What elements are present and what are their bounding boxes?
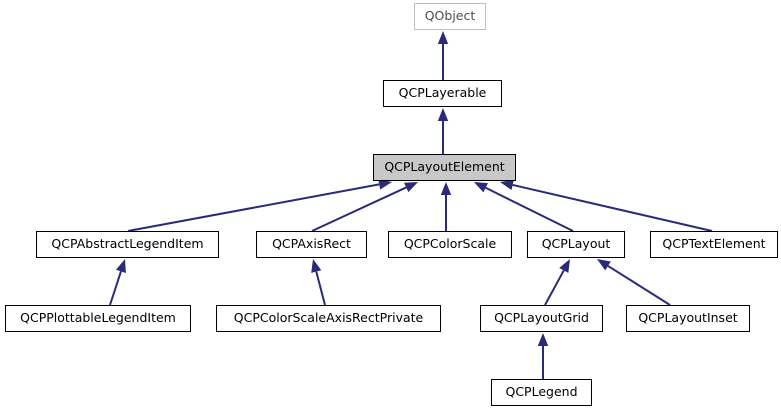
inheritance-arrow-qcpplottablelegenditem-to-qcpabstractlegenditem xyxy=(109,259,126,306)
inheritance-arrow-qcplayoutgrid-to-qcplayout xyxy=(544,259,570,306)
class-node-qcplayoutinset[interactable]: QCPLayoutInset xyxy=(626,305,750,332)
class-node-qcplegend[interactable]: QCPLegend xyxy=(491,379,592,406)
inheritance-arrow-qcpcolorscale-to-qcplayoutelement xyxy=(440,182,452,231)
inheritance-arrow-qcplayoutelement-to-qcplayerable xyxy=(437,108,449,154)
class-node-qcpaxisrect[interactable]: QCPAxisRect xyxy=(256,231,367,258)
class-node-qcplayerable[interactable]: QCPLayerable xyxy=(383,80,502,107)
class-node-label: QCPLayoutElement xyxy=(384,159,505,175)
inheritance-arrow-qcpabstractlegenditem-to-qcplayoutelement xyxy=(127,179,392,232)
inheritance-arrow-qcplegend-to-qcplayoutgrid xyxy=(537,333,549,379)
class-node-qobject[interactable]: QObject xyxy=(414,3,486,30)
class-node-label: QCPAxisRect xyxy=(272,236,351,252)
class-node-label: QObject xyxy=(424,8,476,24)
class-node-label: QCPLayout xyxy=(541,236,611,252)
class-node-label: QCPLayoutInset xyxy=(638,310,738,326)
class-node-label: QCPColorScaleAxisRectPrivate xyxy=(233,310,424,326)
class-node-label: QCPPlottableLegendItem xyxy=(20,310,176,326)
class-node-qcpabstractlegenditem[interactable]: QCPAbstractLegendItem xyxy=(36,231,219,258)
class-node-qcplayoutelement[interactable]: QCPLayoutElement xyxy=(373,154,516,181)
class-node-label: QCPLegend xyxy=(505,384,578,400)
class-node-label: QCPLayerable xyxy=(398,85,487,101)
inheritance-arrow-qcplayerable-to-qobject xyxy=(437,31,449,80)
class-node-qcpcolorscale[interactable]: QCPColorScale xyxy=(388,231,512,258)
class-node-qcpplottablelegenditem[interactable]: QCPPlottableLegendItem xyxy=(5,305,191,332)
inheritance-arrow-qcpcolorscaleaxisrectprivate-to-qcpaxisrect xyxy=(311,259,326,306)
inheritance-arrow-qcplayoutinset-to-qcplayout xyxy=(597,259,671,306)
class-node-qcptextelement[interactable]: QCPTextElement xyxy=(650,231,778,258)
class-node-label: QCPColorScale xyxy=(403,236,497,252)
class-node-qcplayoutgrid[interactable]: QCPLayoutGrid xyxy=(480,305,603,332)
inheritance-arrow-qcptextelement-to-qcplayoutelement xyxy=(500,179,713,232)
inheritance-arrow-qcpaxisrect-to-qcplayoutelement xyxy=(311,182,418,232)
class-node-qcplayout[interactable]: QCPLayout xyxy=(527,231,625,258)
inheritance-arrow-qcplayout-to-qcplayoutelement xyxy=(474,182,574,232)
class-node-label: QCPLayoutGrid xyxy=(494,310,589,326)
class-node-label: QCPAbstractLegendItem xyxy=(51,236,204,252)
class-node-qcpcolorscaleaxisrectprivate[interactable]: QCPColorScaleAxisRectPrivate xyxy=(216,305,441,332)
class-node-label: QCPTextElement xyxy=(662,236,766,252)
